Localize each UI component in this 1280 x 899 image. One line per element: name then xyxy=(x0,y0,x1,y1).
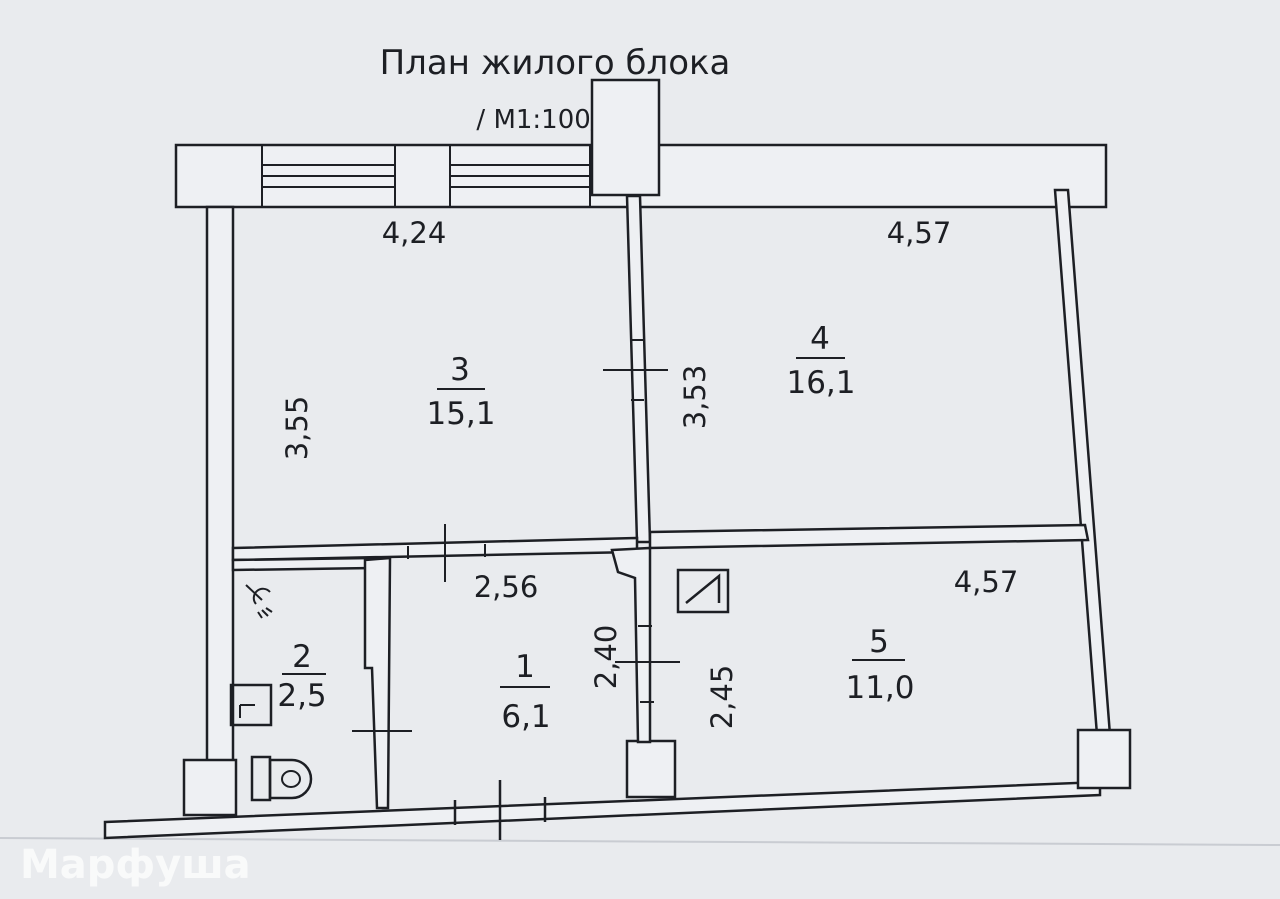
plan-scale: / М1:100/ xyxy=(476,105,599,135)
door-corridor-room3 xyxy=(407,524,486,582)
room-label-3: 3 15,1 xyxy=(426,352,495,432)
column-bottom-right xyxy=(1076,728,1132,790)
room-area: 6,1 xyxy=(501,699,550,735)
room-number: 1 xyxy=(515,649,535,685)
room-label-5: 5 11,0 xyxy=(845,624,914,706)
room-area: 16,1 xyxy=(786,365,855,401)
room-number: 5 xyxy=(869,624,889,660)
dimension-room4-width: 4,57 xyxy=(887,216,952,250)
room-area: 2,5 xyxy=(277,678,326,714)
bottom-outer-wall xyxy=(103,780,1102,840)
column-bottom-left xyxy=(182,758,238,817)
bathroom-top-wall xyxy=(231,556,375,572)
electric-stove-icon xyxy=(676,568,730,614)
room-label-2: 2 2,5 xyxy=(277,639,326,714)
dimension-room3-height: 3,55 xyxy=(280,396,314,461)
room-area: 15,1 xyxy=(426,396,495,432)
sink-icon xyxy=(229,683,273,727)
ventilation-shaft xyxy=(590,78,661,197)
shower-icon xyxy=(245,584,273,619)
dimension-room5-width: 4,57 xyxy=(954,565,1019,599)
room-number: 3 xyxy=(450,352,470,388)
column-bottom-middle xyxy=(625,739,677,799)
bathroom-right-wall xyxy=(363,556,392,810)
room-number: 2 xyxy=(292,639,312,675)
room-number: 4 xyxy=(810,321,830,357)
dimension-room1-height: 2,40 xyxy=(589,625,623,690)
left-outer-wall xyxy=(205,205,235,764)
room-label-1: 1 6,1 xyxy=(500,649,551,735)
room-area: 11,0 xyxy=(845,670,914,706)
plan-title: План жилого блока xyxy=(380,43,731,83)
wall-room1-room5 xyxy=(610,546,652,744)
room-label-4: 4 16,1 xyxy=(786,321,855,401)
wall-upper-lower-right xyxy=(648,523,1090,550)
dimension-room1-width: 2,56 xyxy=(474,570,539,604)
watermark: Марфуша xyxy=(20,842,251,888)
paper-fold-line xyxy=(0,837,1280,846)
toilet-icon xyxy=(250,755,313,802)
entrance-door xyxy=(453,780,547,840)
dimension-room4-height: 3,53 xyxy=(678,365,712,430)
dimension-room5-height: 2,45 xyxy=(705,665,739,730)
dimension-room3-width: 4,24 xyxy=(382,216,447,250)
